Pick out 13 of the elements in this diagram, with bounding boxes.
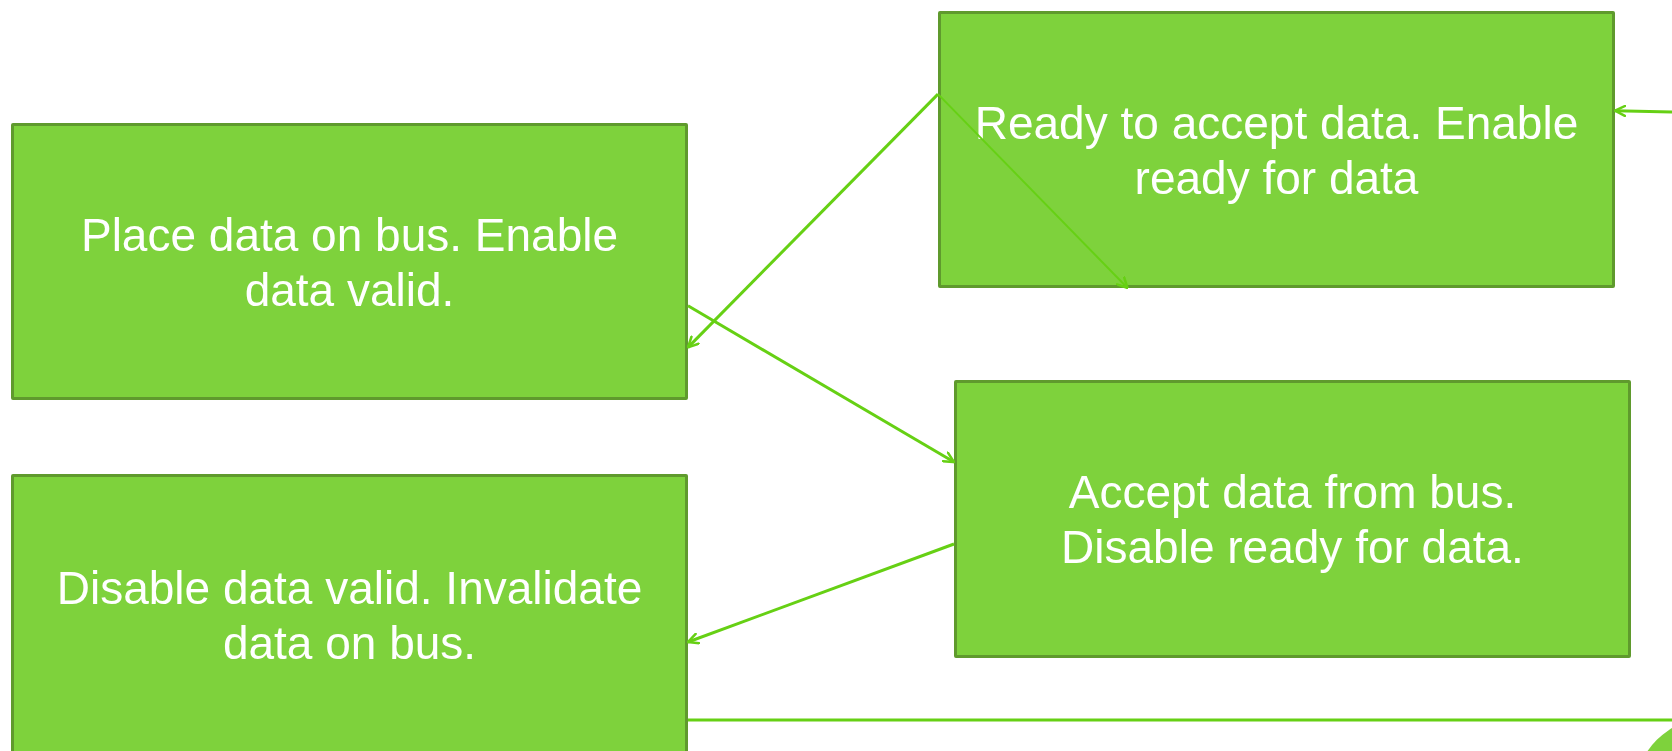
process-box — [954, 380, 1631, 658]
arrow — [686, 542, 955, 645]
box-text: Disable data valid. Invalidate data on bus. — [55, 561, 644, 671]
box-text: Ready to accept data. Enable ready for data — [973, 96, 1580, 206]
arrow — [687, 304, 956, 464]
arrow — [937, 93, 1129, 290]
box-text: Place data on bus. Enable data valid. — [79, 208, 620, 318]
arrow — [686, 93, 940, 349]
process-box — [938, 11, 1615, 288]
arrow — [1613, 104, 1672, 118]
process-box — [11, 123, 688, 400]
process-box — [11, 474, 688, 751]
box-text: Accept data from bus. Disable ready for data. — [1060, 465, 1525, 575]
